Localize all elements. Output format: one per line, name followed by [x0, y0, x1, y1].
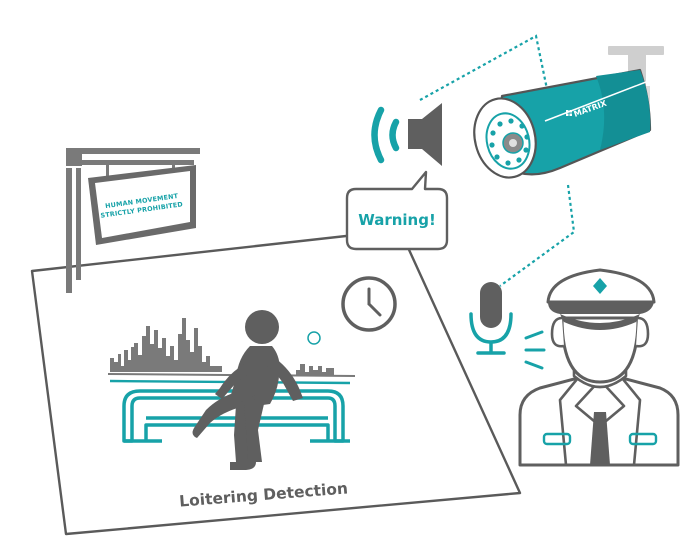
- cctv-camera: MATRIX: [473, 46, 664, 179]
- thought-bubble: [307, 331, 321, 345]
- clock-icon: [341, 276, 397, 332]
- security-guard: [518, 268, 680, 467]
- speech-bubble: Warning!: [345, 170, 449, 251]
- connector-lines: [419, 34, 576, 287]
- sound-waves-icon: [371, 106, 400, 164]
- loitering-person: [192, 310, 303, 470]
- speaker-icon: [408, 103, 442, 166]
- prohibition-sign: HUMAN MOVEMENT STRICTLY PROHIBITED: [66, 148, 200, 293]
- voice-lines-icon: [524, 330, 546, 370]
- microphone-icon: [469, 282, 513, 355]
- matrix-logo-icon: [566, 110, 572, 116]
- warning-text: Warning!: [358, 211, 436, 229]
